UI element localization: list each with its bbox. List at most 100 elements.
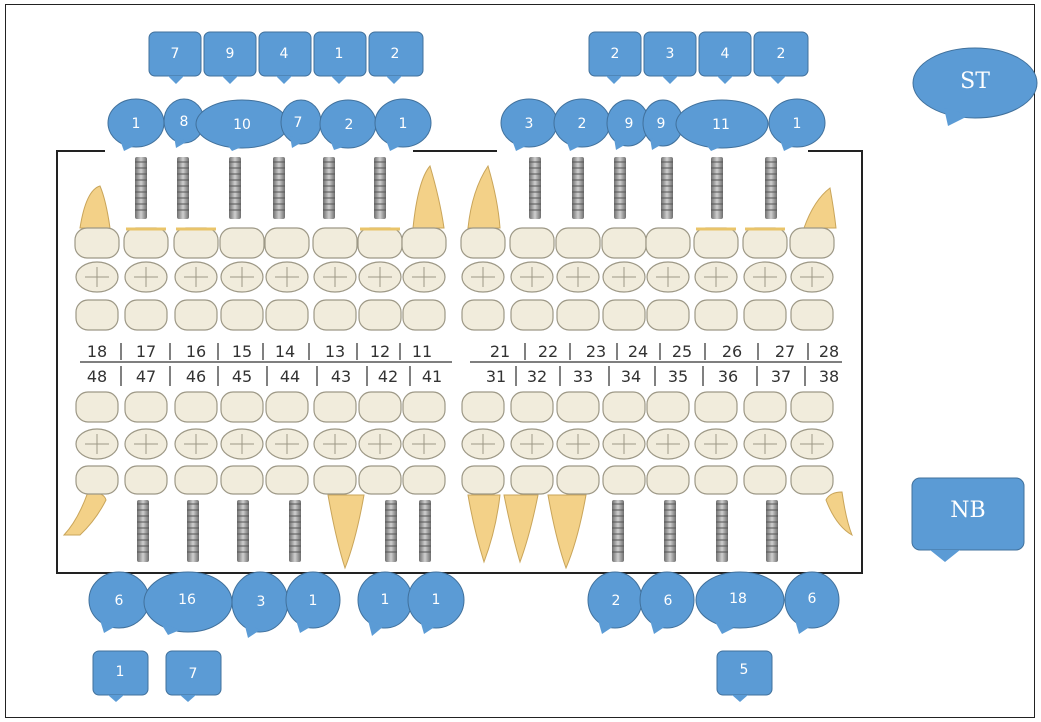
implant: [289, 500, 301, 562]
svg-text:6: 6: [664, 593, 673, 609]
implant: [137, 500, 149, 562]
callout-bubble[interactable]: 3: [232, 572, 288, 638]
callout-box[interactable]: 9: [204, 32, 256, 84]
callout-bubble[interactable]: 1: [769, 99, 825, 151]
tooth-crown: [602, 228, 646, 258]
tooth-crown: [556, 228, 600, 258]
callout-bubble[interactable]: 6: [640, 572, 694, 634]
tooth-root: [804, 188, 836, 228]
tooth-crown: [462, 300, 504, 330]
callout-box[interactable]: 5: [717, 651, 772, 702]
callout-box[interactable]: 2: [369, 32, 423, 84]
tooth-number: 31: [486, 367, 506, 386]
tooth-crown: [694, 228, 738, 258]
svg-text:3: 3: [666, 46, 675, 62]
tooth-number: 15: [232, 342, 252, 361]
tooth-root: [64, 492, 106, 535]
implant: [187, 500, 199, 562]
implant: [419, 500, 431, 562]
tooth-crown: [76, 300, 118, 330]
callout-box[interactable]: 2: [754, 32, 808, 84]
svg-text:7: 7: [189, 666, 198, 682]
callout-bubble[interactable]: 6: [89, 572, 149, 633]
tooth-crown: [76, 392, 118, 422]
callout-bubble[interactable]: 1: [408, 572, 464, 634]
callout-bubble[interactable]: 11: [676, 100, 768, 151]
callout-box[interactable]: 7: [149, 32, 201, 84]
callout-box[interactable]: 7: [166, 651, 221, 702]
tooth-number: 47: [136, 367, 156, 386]
tooth-number: 38: [819, 367, 839, 386]
tooth-crown: [695, 466, 737, 494]
svg-text:2: 2: [578, 116, 587, 132]
tooth-crown: [125, 466, 167, 494]
tooth-number: 35: [668, 367, 688, 386]
tooth-crown: [175, 392, 217, 422]
tooth-crown: [266, 300, 308, 330]
svg-text:2: 2: [345, 117, 354, 133]
tooth-crown: [402, 228, 446, 258]
callout-bubble[interactable]: 10: [196, 100, 288, 151]
callout-box[interactable]: 2: [589, 32, 641, 84]
tooth-crown: [220, 228, 264, 258]
svg-text:3: 3: [525, 116, 534, 132]
svg-text:9: 9: [226, 46, 235, 62]
tooth-crown: [695, 392, 737, 422]
tooth-crown: [314, 466, 356, 494]
implant: [385, 500, 397, 562]
callout-bubble[interactable]: 1: [375, 99, 431, 151]
tooth-crown: [76, 466, 118, 494]
tooth-number: 45: [232, 367, 252, 386]
callout-bubble[interactable]: 3: [501, 99, 557, 151]
callout-bubble[interactable]: 18: [696, 572, 784, 634]
svg-text:4: 4: [721, 46, 730, 62]
callout-box[interactable]: 4: [259, 32, 311, 84]
tooth-numbers: 18 17 16 15 14 13 12 11 21 22 23 24 25 2…: [87, 342, 839, 386]
tooth-number: 13: [325, 342, 345, 361]
callout-box[interactable]: 4: [699, 32, 751, 84]
tooth-crown: [462, 392, 504, 422]
callout-bubble[interactable]: 16: [144, 572, 232, 635]
callout-bubble[interactable]: 1: [358, 572, 412, 636]
tooth-crown: [646, 228, 690, 258]
tooth-number: 17: [136, 342, 156, 361]
tooth-crown: [791, 300, 833, 330]
tooth-crown: [791, 466, 833, 494]
svg-text:6: 6: [115, 593, 124, 609]
callout-bubble[interactable]: 2: [554, 99, 610, 151]
tooth-root: [80, 186, 110, 228]
callout-box[interactable]: 1: [314, 32, 366, 84]
tooth-number: 43: [331, 367, 351, 386]
tooth-crown: [175, 300, 217, 330]
callout-box[interactable]: 3: [644, 32, 696, 84]
callout-bubble[interactable]: 2: [588, 572, 642, 634]
nb-callout[interactable]: NB: [912, 478, 1024, 562]
svg-text:1: 1: [335, 46, 344, 62]
callout-box[interactable]: 1: [93, 651, 148, 702]
tooth-crown: [266, 392, 308, 422]
tooth-number: 33: [573, 367, 593, 386]
tooth-crown: [314, 300, 356, 330]
callout-bubble[interactable]: 1: [108, 99, 164, 151]
tooth-crown: [791, 392, 833, 422]
st-callout[interactable]: ST: [913, 48, 1037, 126]
tooth-crown: [314, 392, 356, 422]
svg-text:1: 1: [793, 116, 802, 132]
tooth-root: [413, 166, 444, 228]
tooth-crown: [461, 228, 505, 258]
svg-text:9: 9: [625, 116, 634, 132]
tooth-number: 46: [186, 367, 206, 386]
svg-text:2: 2: [611, 46, 620, 62]
tooth-crown: [221, 300, 263, 330]
tooth-crown: [511, 300, 553, 330]
callout-bubble[interactable]: 7: [281, 100, 321, 148]
tooth-crown: [744, 300, 786, 330]
tooth-number: 25: [672, 342, 692, 361]
callout-bubble[interactable]: 2: [320, 100, 376, 150]
callout-bubble[interactable]: 1: [286, 572, 340, 633]
tooth-crown: [744, 466, 786, 494]
callout-bubble[interactable]: 6: [785, 572, 839, 634]
implant: [716, 500, 728, 562]
svg-text:ST: ST: [960, 69, 990, 94]
